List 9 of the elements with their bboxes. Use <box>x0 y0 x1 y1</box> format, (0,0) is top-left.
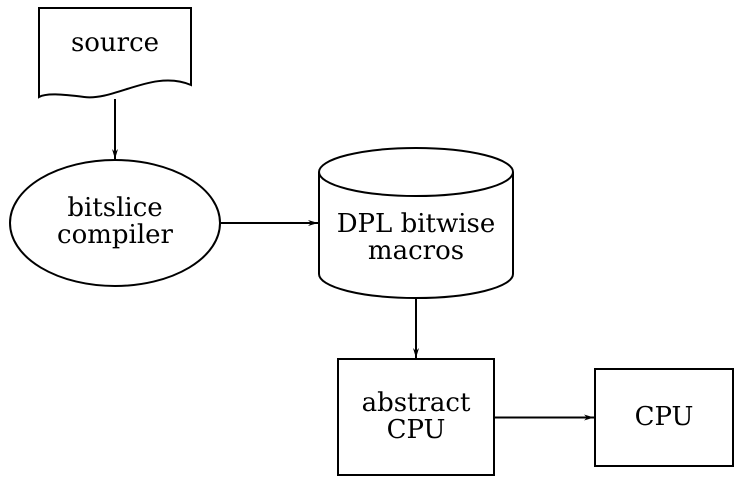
arrow <box>413 299 419 358</box>
arrow <box>495 414 594 420</box>
arrow <box>221 220 318 226</box>
arrow <box>112 99 118 159</box>
node-label: CPU <box>634 404 694 431</box>
node-label: bitslice compiler <box>56 195 174 249</box>
node-label: abstract CPU <box>360 390 472 444</box>
node-label: source <box>70 30 160 57</box>
node-label: DPL bitwise macros <box>336 211 496 265</box>
